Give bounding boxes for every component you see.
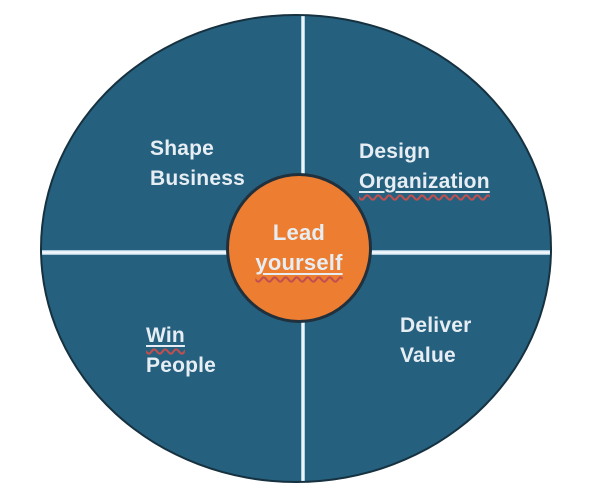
quadrant-word: Value [400, 344, 456, 367]
quadrant-label-win-people: Win People [146, 321, 216, 381]
spellcheck-squiggle: yourself [255, 250, 343, 275]
center-circle: Lead yourself [226, 173, 372, 323]
quadrant-label-shape-business: Shape Business [150, 134, 245, 194]
center-word: yourself [255, 248, 342, 278]
quadrant-label-deliver-value: Deliver Value [400, 311, 471, 371]
quadrant-word: Deliver [400, 314, 472, 337]
quadrant-word: Win [146, 321, 216, 351]
quadrant-word: People [146, 354, 217, 377]
spellcheck-squiggle: Organization [359, 170, 490, 193]
quadrant-word: Organization [359, 167, 490, 197]
quadrant-word: Shape [150, 137, 215, 160]
spellcheck-squiggle: Win [146, 324, 185, 347]
quadrant-word: Business [150, 167, 245, 190]
quadrant-word: Design [359, 140, 431, 163]
quadrant-label-design-organization: Design Organization [359, 137, 490, 197]
center-word: Lead [272, 220, 326, 245]
